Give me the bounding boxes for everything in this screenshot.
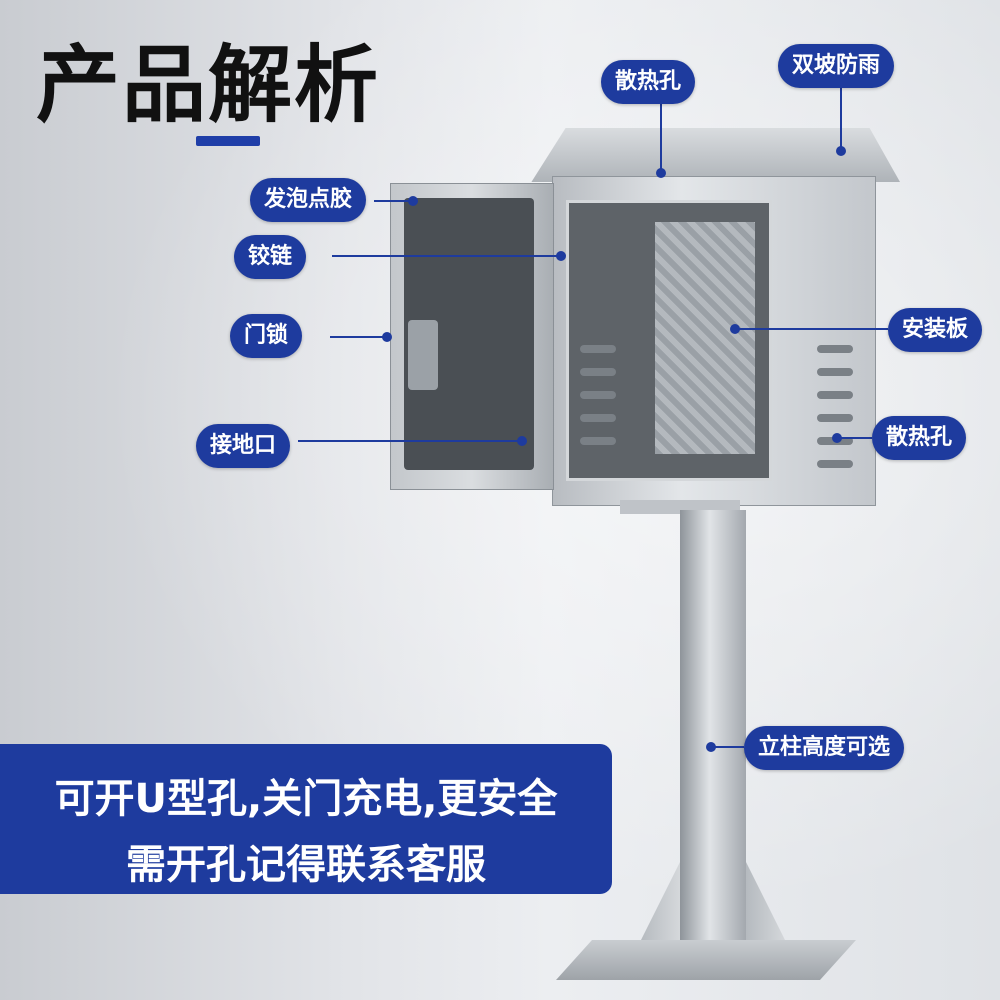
callout-dot [836, 146, 846, 156]
label-vent-side: 散热孔 [872, 416, 967, 460]
callout-dot [656, 168, 666, 178]
banner-line-1: 可开U型孔,关门充电,更安全 [54, 776, 558, 822]
door-lock-hardware [408, 320, 438, 390]
callout-line [332, 255, 562, 257]
label-foam-glue: 发泡点胶 [250, 178, 367, 222]
callout-line [330, 336, 386, 338]
callout-dot [382, 332, 392, 342]
vent-slot [580, 368, 616, 376]
label-door-lock: 门锁 [230, 314, 303, 358]
callout-line [840, 88, 842, 148]
label-double-slope: 双坡防雨 [778, 44, 895, 88]
banner-line-2: 需开孔记得联系客服 [126, 842, 486, 888]
label-mounting-plate: 安装板 [888, 308, 983, 352]
callout-line [660, 104, 662, 172]
callout-dot [832, 433, 842, 443]
callout-dot [730, 324, 740, 334]
vent-slot [817, 345, 853, 353]
vent-slot [580, 391, 616, 399]
label-ground-port: 接地口 [196, 424, 291, 468]
vent-slot [817, 460, 853, 468]
vent-slot [817, 414, 853, 422]
callout-line [736, 328, 888, 330]
callout-line [374, 200, 412, 202]
callout-dot [706, 742, 716, 752]
callout-line [838, 437, 872, 439]
vent-slot [580, 437, 616, 445]
callout-dot [517, 436, 527, 446]
vent-slot [580, 345, 616, 353]
vent-slot [817, 391, 853, 399]
info-banner [0, 744, 612, 894]
vent-slot [580, 414, 616, 422]
callout-dot [556, 251, 566, 261]
callout-line [712, 746, 744, 748]
callout-line [298, 440, 522, 442]
label-hinge: 铰链 [234, 235, 307, 279]
label-pole-height: 立柱高度可选 [744, 726, 905, 770]
title-underline [196, 136, 260, 146]
support-pole [680, 510, 746, 962]
base-plate [556, 940, 856, 980]
mounting-plate [655, 222, 755, 454]
label-vent-top: 散热孔 [601, 60, 696, 104]
page-title: 产品解析 [36, 36, 381, 134]
vent-slot [817, 368, 853, 376]
callout-dot [408, 196, 418, 206]
